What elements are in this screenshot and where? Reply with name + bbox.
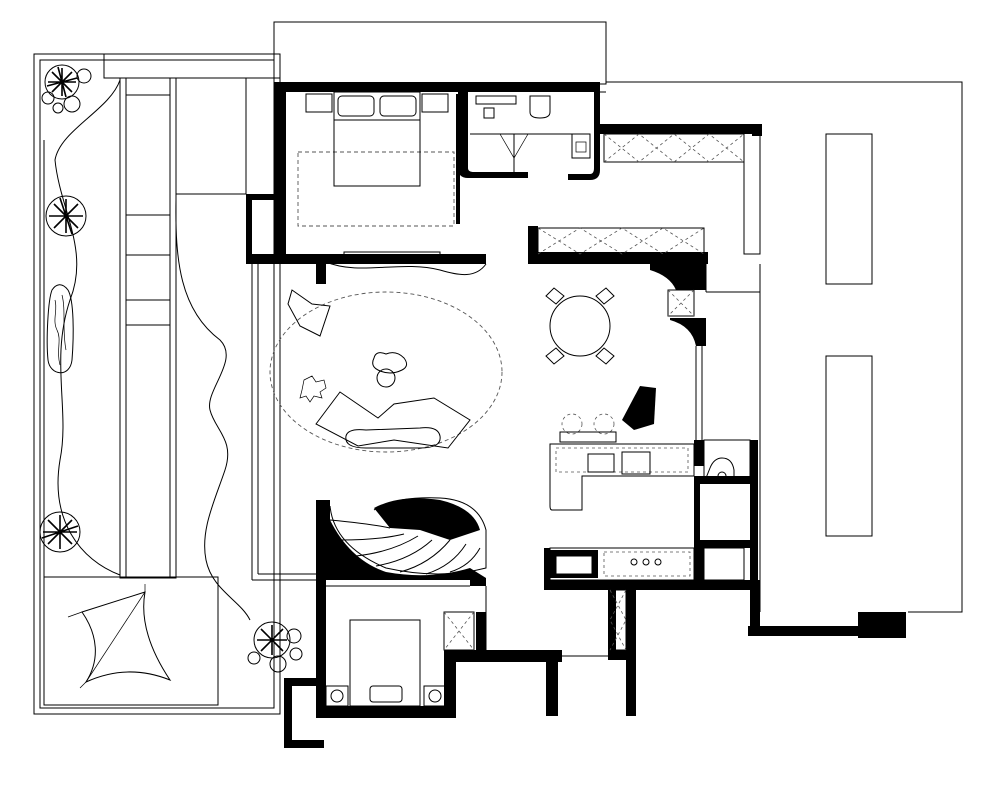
second-bedroom xyxy=(325,585,627,707)
storage-box xyxy=(667,289,695,317)
tree xyxy=(45,195,87,237)
exterior-deck xyxy=(606,81,963,638)
top-planter xyxy=(103,53,281,79)
nightstand xyxy=(325,685,349,707)
nightstand xyxy=(421,93,449,113)
garden-terrace xyxy=(33,53,281,715)
dining-chair xyxy=(545,287,565,305)
bench-planter xyxy=(825,355,873,537)
curtain xyxy=(325,261,487,275)
oval-rug xyxy=(269,291,503,453)
walk-in-closet xyxy=(537,133,761,317)
tree xyxy=(247,621,303,673)
shower xyxy=(499,133,529,170)
staircase xyxy=(316,497,487,580)
island-counter xyxy=(549,443,695,511)
pergola-walkway xyxy=(119,77,177,579)
lounge-chair xyxy=(287,289,331,337)
plant xyxy=(299,375,327,403)
pendant-sculpture xyxy=(622,386,656,430)
wardrobe-unit xyxy=(603,133,745,163)
nightstand xyxy=(305,93,333,113)
pillow xyxy=(369,685,403,703)
sink xyxy=(587,453,615,473)
stair-treads xyxy=(329,519,481,575)
sofa xyxy=(315,391,471,449)
fridge xyxy=(703,547,745,581)
bar-stool xyxy=(593,413,615,435)
master-bedroom xyxy=(297,91,487,275)
tree xyxy=(39,511,81,553)
shade-area xyxy=(43,576,219,706)
living-area xyxy=(269,289,503,453)
vanity xyxy=(475,95,517,105)
kitchen xyxy=(549,413,745,581)
toilet xyxy=(705,457,735,479)
trees xyxy=(39,64,303,673)
sofa-cushion xyxy=(345,427,441,449)
dining-chair xyxy=(595,287,615,305)
shrub-planter xyxy=(46,284,74,374)
walls xyxy=(246,82,762,748)
dining-area xyxy=(545,287,656,430)
side-table xyxy=(376,368,396,388)
pillow xyxy=(337,95,375,117)
stair-landing xyxy=(374,498,480,540)
terrace-boundary xyxy=(33,53,281,715)
lawn-edge-right xyxy=(175,199,251,621)
bedroom-rug xyxy=(297,151,455,227)
balcony xyxy=(273,21,607,85)
round-table xyxy=(549,295,611,357)
tree xyxy=(41,64,92,114)
pillow xyxy=(379,95,417,117)
lawn-edge-left xyxy=(54,79,121,576)
bed xyxy=(349,619,421,707)
double-bed xyxy=(333,91,421,187)
sail-shade xyxy=(81,591,172,684)
hob xyxy=(621,451,651,475)
powder-room xyxy=(703,439,751,481)
basin xyxy=(483,107,495,119)
stair-wall xyxy=(316,500,486,580)
wardrobe-unit xyxy=(443,611,475,651)
ensuite-bathroom xyxy=(470,95,591,172)
wardrobe-unit xyxy=(537,227,705,255)
nightstand xyxy=(423,685,447,707)
dining-chair xyxy=(545,347,565,365)
dining-chair xyxy=(595,347,615,365)
bench-planter xyxy=(825,133,873,285)
bar-stool xyxy=(561,413,583,435)
toilet xyxy=(529,95,551,119)
coffee-table xyxy=(372,352,408,374)
bath-cabinet xyxy=(571,133,591,159)
sink xyxy=(555,555,593,575)
